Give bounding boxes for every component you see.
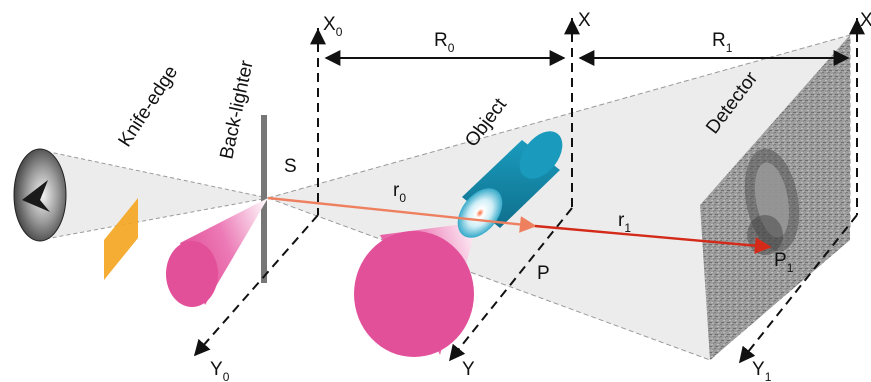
x0-axis-label: X0 [323, 14, 343, 39]
plane-0-axes [193, 28, 326, 357]
knife-edge-plate [104, 198, 138, 280]
ray-r0 [267, 196, 537, 233]
point-p1-label: P1 [774, 250, 794, 275]
r1-ray-label: r1 [618, 210, 631, 235]
knife-edge-label: Knife-edge [115, 62, 183, 151]
y0-axis-label: Y0 [210, 359, 230, 382]
x1-axis-label: X [860, 10, 871, 31]
back-lighter-emission-cone [166, 198, 268, 307]
y1-axis-label: Y1 [752, 359, 772, 382]
back-lighter-bar [261, 115, 267, 283]
r0-distance-label: R0 [434, 30, 455, 55]
object-emission-cone [354, 222, 478, 357]
source-label: S [284, 156, 297, 177]
knife-edge-beam [39, 149, 269, 241]
plane-object-axes [448, 18, 580, 362]
ray-r1 [534, 224, 772, 255]
back-lighter-label: Back-lighter [216, 58, 258, 161]
plane-detector-axes [739, 18, 865, 364]
r0-ray-label: r0 [393, 180, 406, 205]
x-axis-label: X [578, 10, 591, 31]
object-cylinder [457, 131, 563, 238]
point-p-label: P [537, 263, 550, 284]
r1-distance-label: R1 [712, 30, 733, 55]
detector-plate [700, 35, 850, 360]
xray-beam [266, 34, 851, 361]
knife-edge-device [13, 148, 67, 242]
y-axis-label: Y [462, 359, 475, 380]
